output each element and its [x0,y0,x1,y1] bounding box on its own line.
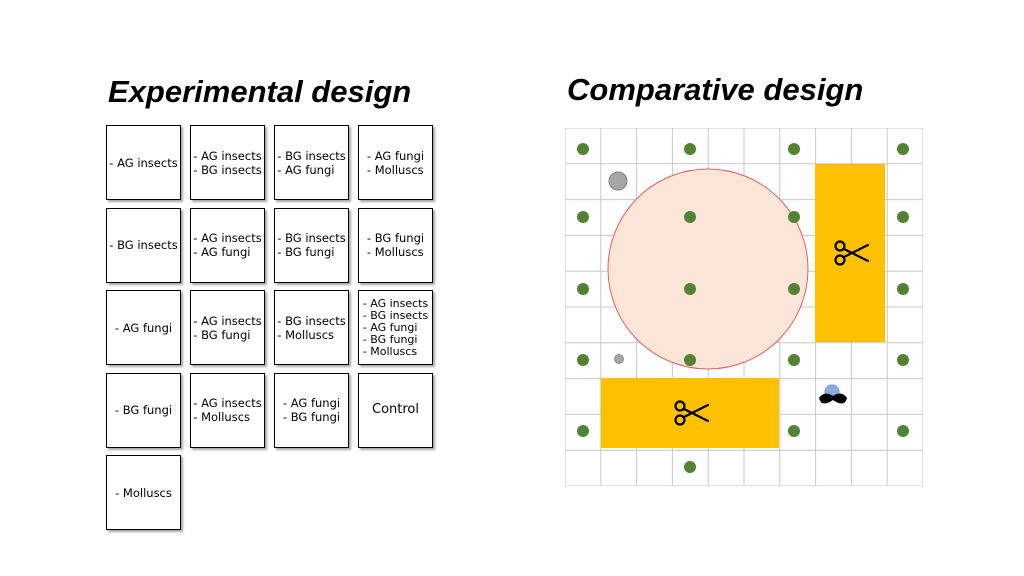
treatment-label: - AG fungi [366,148,425,163]
gray-dot-large [608,171,628,191]
treatment-label: - AG insects [193,231,262,245]
sampling-dot [577,425,589,437]
treatment-label: - AG insects [193,148,262,163]
treatment-label: - BG fungi [277,245,335,259]
sampling-dot [897,283,909,295]
treatment-box: - AG fungi [106,290,181,365]
comparative-design-title: Comparative design [567,72,864,107]
treatment-label: - BG fungi [282,410,341,424]
treatment-label: - BG insects [277,148,346,163]
treatment-label: - BG fungi [114,403,173,417]
sampling-dot [897,354,909,366]
sampling-circle [607,168,809,370]
treatment-label: - AG fungi [114,320,173,335]
treatment-box: - AG fungi- Molluscs [358,125,433,200]
treatment-box: - AG insects- BG insects- AG fungi- BG f… [358,290,433,365]
sampling-dot [684,354,696,366]
scissors-icon [834,240,870,266]
treatment-label: - AG fungi [362,320,418,334]
comparative-design-plot [565,128,923,486]
treatment-label: - AG fungi [193,245,251,259]
sampling-dot [788,143,800,155]
mustache-icon [819,384,847,404]
treatment-box: - AG insects- BG fungi [190,290,265,365]
treatment-label: - Molluscs [366,162,424,177]
experimental-design-title: Experimental design [108,74,412,109]
treatment-label: - Molluscs [193,410,251,424]
treatment-label: - AG insects [362,296,429,310]
treatment-box: - AG insects- AG fungi [190,207,265,283]
sampling-dot [577,283,589,295]
treatment-box: - BG fungi [106,372,181,448]
treatment-box: - AG insects [106,125,181,200]
treatment-label: - BG insects [277,231,346,245]
treatment-label: - Molluscs [115,485,172,500]
treatment-box: - AG insects- Molluscs [190,372,265,448]
treatment-label: - AG fungi [277,162,335,177]
sampling-dot [897,425,909,437]
scissors-icon [674,400,710,426]
treatment-box: - BG fungi- Molluscs [358,207,433,283]
sampling-dot [577,211,589,223]
treatment-box: - BG insects- AG fungi [274,125,349,200]
treatment-box: - BG insects- Molluscs [274,290,349,365]
treatment-label: - BG insects [109,238,178,252]
treatment-box: - BG insects- BG fungi [274,207,349,283]
treatment-label: - BG insects [277,313,346,328]
treatment-label: - Molluscs [362,344,418,358]
treatment-box: - AG insects- BG insects [190,125,265,200]
sampling-dot [897,211,909,223]
sampling-dot [897,143,909,155]
treatment-box: - AG fungi- BG fungi [274,372,349,448]
treatment-label: - Molluscs [277,327,335,342]
gray-dot-small [614,354,624,364]
treatment-label: - BG fungi [362,332,418,346]
treatment-label: - AG insects [193,396,262,410]
treatment-box: - Molluscs [106,455,181,530]
sampling-dot [684,283,696,295]
sampling-dot [577,354,589,366]
sampling-dot [684,461,696,473]
treatment-label: - AG fungi [282,396,341,410]
sampling-dot [684,143,696,155]
treatment-label: - AG insects [109,155,178,170]
sampling-dot [577,143,589,155]
treatment-label: - AG insects [193,313,262,328]
sampling-dot [788,211,800,223]
treatment-box: Control [358,372,433,448]
sampling-dot [788,283,800,295]
sampling-dot [788,425,800,437]
treatment-label: Control [372,402,419,417]
treatment-box: - BG insects [106,207,181,283]
treatment-label: - BG insects [362,308,429,322]
treatment-label: - BG insects [193,162,262,177]
treatment-label: - BG fungi [193,327,251,342]
plot-dots [577,143,909,473]
sampling-dot [788,354,800,366]
treatment-label: - BG fungi [366,231,425,245]
treatment-label: - Molluscs [366,245,424,259]
sampling-dot [684,211,696,223]
